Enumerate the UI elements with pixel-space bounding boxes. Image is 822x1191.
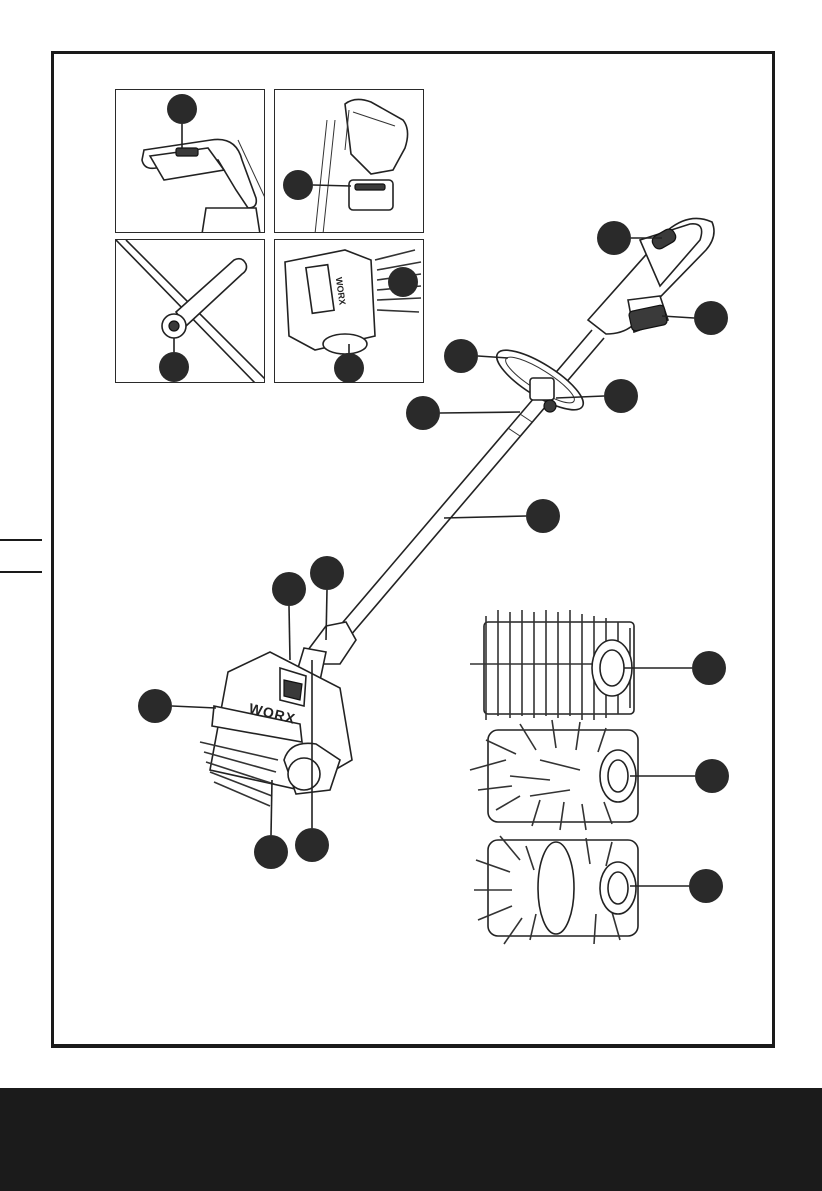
aux-handle xyxy=(489,340,591,420)
callout-brush-roller xyxy=(254,835,288,869)
callout-brush-wire xyxy=(695,759,729,793)
callout-brush-nylon xyxy=(692,651,726,685)
brush-roller-moss xyxy=(474,836,723,944)
callout-aux-handle-knob xyxy=(604,379,638,413)
callout-shaft-joint xyxy=(406,396,440,430)
footer-bar xyxy=(0,1088,822,1191)
callout-head-button xyxy=(272,572,306,606)
callout-head-pivot xyxy=(295,828,329,862)
callout-handle-top xyxy=(597,221,631,255)
callout-aux-handle xyxy=(444,339,478,373)
shaft xyxy=(338,330,604,636)
callout-head-lock xyxy=(310,556,344,590)
callout-battery xyxy=(694,301,728,335)
callout-shaft xyxy=(526,499,560,533)
callout-brush-moss xyxy=(689,869,723,903)
brush-head: WORX xyxy=(200,652,352,806)
brush-roller-nylon xyxy=(470,610,726,720)
brush-roller-wire xyxy=(470,720,729,830)
callout-head-body xyxy=(138,689,172,723)
